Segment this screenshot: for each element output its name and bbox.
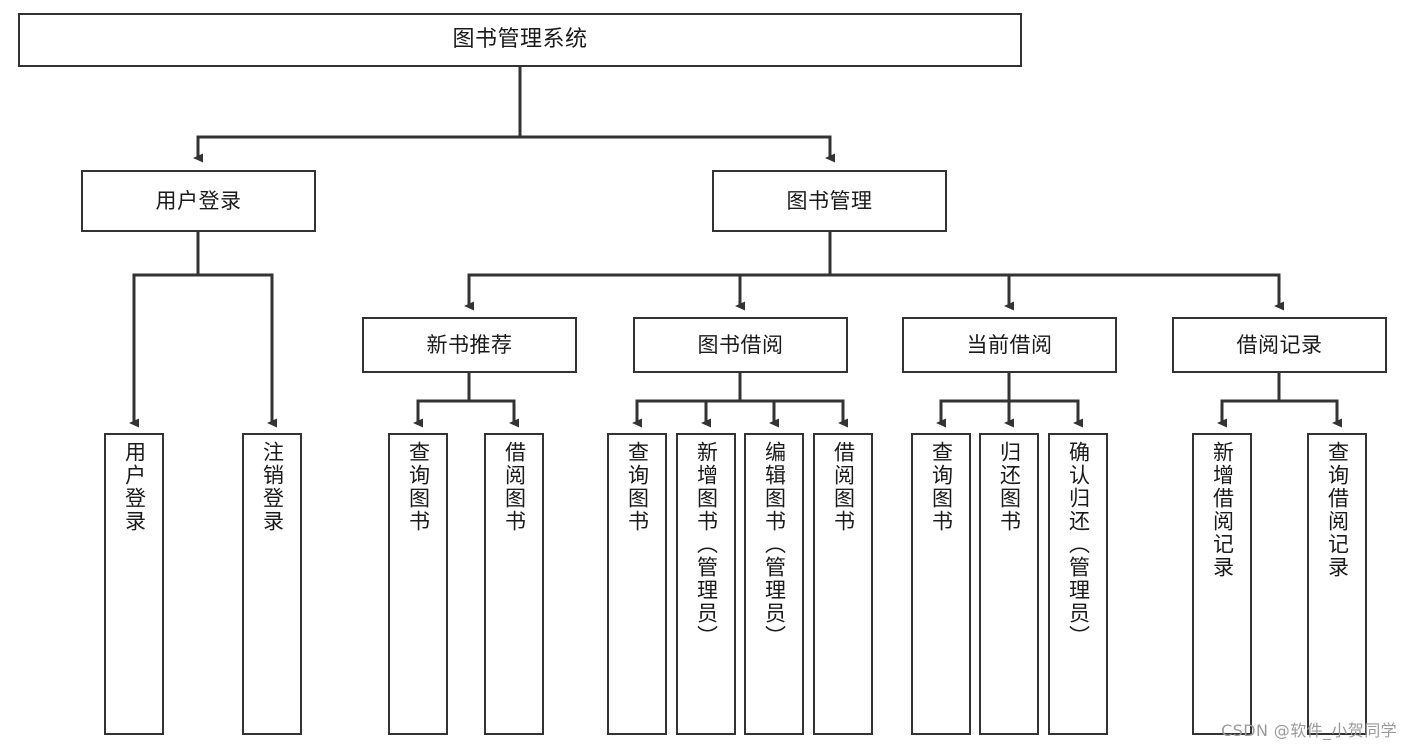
leaf-query-book-borrow[interactable]: 查询图书 bbox=[607, 433, 667, 735]
leaf-borrow-book[interactable]: 借阅图书 bbox=[813, 433, 873, 735]
leaf-add-borrow-record[interactable]: 新增借阅记录 bbox=[1192, 433, 1252, 735]
leaf-add-book-admin[interactable]: 新增图书（管理员） bbox=[676, 433, 736, 735]
node-new-book-recommend[interactable]: 新书推荐 bbox=[362, 317, 577, 373]
node-label: 查询图书 bbox=[929, 441, 954, 533]
leaf-confirm-return-admin[interactable]: 确认归还（管理员） bbox=[1048, 433, 1108, 735]
edges-borrow-to-leaves bbox=[632, 371, 848, 428]
leaf-return-book[interactable]: 归还图书 bbox=[979, 433, 1039, 735]
node-label: 借阅图书 bbox=[502, 441, 527, 533]
node-root-system[interactable]: 图书管理系统 bbox=[18, 13, 1022, 67]
node-label: 用户登录 bbox=[122, 441, 147, 533]
leaf-logout[interactable]: 注销登录 bbox=[242, 433, 302, 735]
node-label: 查询借阅记录 bbox=[1325, 441, 1350, 579]
node-label: 确认归还（管理员） bbox=[1066, 441, 1091, 648]
node-current-borrow[interactable]: 当前借阅 bbox=[902, 317, 1117, 373]
edges-user-login-to-leaves bbox=[129, 230, 277, 428]
node-label: 注销登录 bbox=[260, 441, 285, 533]
node-borrow-record[interactable]: 借阅记录 bbox=[1172, 317, 1387, 373]
leaf-query-book-newbook[interactable]: 查询图书 bbox=[388, 433, 448, 735]
leaf-borrow-book-newbook[interactable]: 借阅图书 bbox=[484, 433, 544, 735]
leaf-query-borrow-record[interactable]: 查询借阅记录 bbox=[1307, 433, 1367, 735]
leaf-user-login[interactable]: 用户登录 bbox=[104, 433, 164, 735]
node-label: 查询图书 bbox=[406, 441, 431, 533]
leaf-edit-book-admin[interactable]: 编辑图书（管理员） bbox=[744, 433, 804, 735]
node-label: 新增图书（管理员） bbox=[694, 441, 719, 648]
node-user-login[interactable]: 用户登录 bbox=[81, 170, 316, 232]
node-label: 借阅图书 bbox=[831, 441, 856, 533]
leaf-query-book-current[interactable]: 查询图书 bbox=[911, 433, 971, 735]
node-label: 图书管理 bbox=[786, 188, 873, 213]
node-label: 用户登录 bbox=[155, 188, 242, 213]
node-book-borrow[interactable]: 图书借阅 bbox=[633, 317, 848, 373]
node-label: 新书推荐 bbox=[426, 332, 513, 357]
edges-record-to-leaves bbox=[1217, 371, 1342, 428]
node-book-management[interactable]: 图书管理 bbox=[712, 170, 947, 232]
node-label: 归还图书 bbox=[997, 441, 1022, 533]
node-label: 新增借阅记录 bbox=[1210, 441, 1235, 579]
edges-root-to-level2 bbox=[193, 65, 835, 163]
node-label: 查询图书 bbox=[625, 441, 650, 533]
watermark-text: CSDN @软件_小贺同学 bbox=[1221, 721, 1397, 740]
node-label: 借阅记录 bbox=[1236, 332, 1323, 357]
node-label: 编辑图书（管理员） bbox=[762, 441, 787, 648]
edges-book-manage-to-level3 bbox=[464, 230, 1284, 311]
node-label: 当前借阅 bbox=[966, 332, 1053, 357]
edges-current-to-leaves bbox=[936, 371, 1083, 428]
edges-newbook-to-leaves bbox=[413, 371, 519, 428]
node-label: 图书管理系统 bbox=[452, 27, 588, 53]
node-label: 图书借阅 bbox=[697, 332, 784, 357]
